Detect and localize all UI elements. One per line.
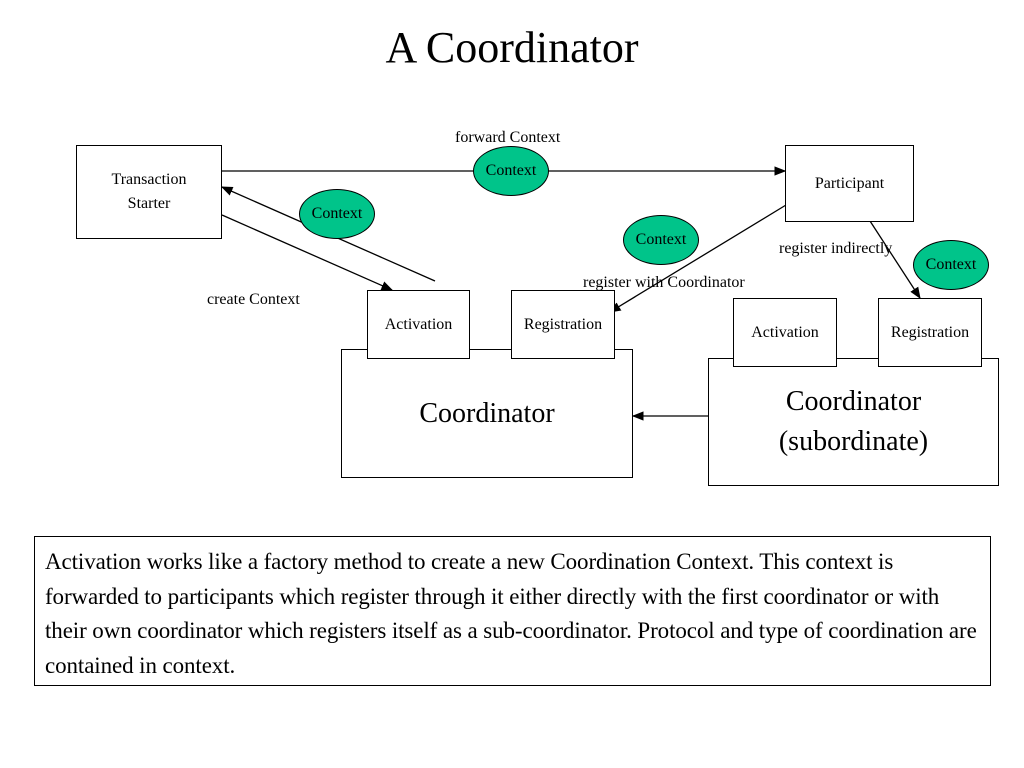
create-context-arrow: [221, 214, 394, 291]
description-box: Activation works like a factory method t…: [34, 536, 991, 686]
subordinate-registration-box: Registration: [878, 298, 982, 367]
context-token-left: Context: [299, 189, 375, 239]
forward-context-label: forward Context: [455, 129, 561, 146]
register-with-coordinator-label: register with Coordinator: [583, 274, 745, 291]
context-token-middle: Context: [623, 215, 699, 265]
slide-title: A Coordinator: [385, 23, 639, 72]
transaction-starter-box: Transaction Starter: [76, 145, 222, 239]
register-indirectly-label: register indirectly: [779, 240, 893, 257]
subordinate-activation-box: Activation: [733, 298, 837, 367]
create-context-label: create Context: [207, 291, 300, 308]
register-with-coordinator-arrow: [609, 204, 787, 313]
register-indirectly-arrow: [869, 220, 921, 299]
registration-box: Registration: [511, 290, 615, 359]
activation-box: Activation: [367, 290, 470, 359]
coordinator-box: Coordinator: [341, 349, 633, 478]
context-token-top: Context: [473, 146, 549, 196]
subordinate-coordinator-box: Coordinator (subordinate): [708, 358, 999, 486]
participant-box: Participant: [785, 145, 914, 222]
context-token-right: Context: [913, 240, 989, 290]
